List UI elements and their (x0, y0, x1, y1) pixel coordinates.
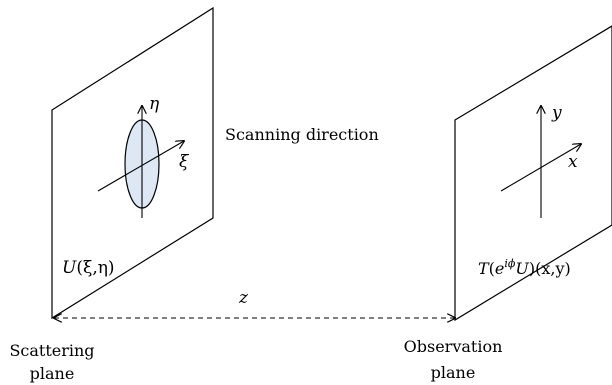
observation-plane (454, 25, 612, 322)
y-label: y (551, 103, 562, 123)
x-label: x (568, 152, 578, 172)
z-label: z (238, 288, 249, 308)
eta-label: η (149, 94, 160, 114)
observation-plane-caption-line2: plane (431, 363, 476, 382)
x-axis (500, 144, 581, 192)
observation-field-label: T(eiϕU)(x,y) (478, 257, 571, 278)
observation-plane-caption-line1: Observation (404, 337, 503, 356)
scattering-plane (51, 6, 214, 320)
scattering-plane-caption-line1: Scattering (9, 341, 94, 360)
xi-axis (97, 141, 184, 192)
scattering-plane-caption-line2: plane (30, 364, 75, 383)
xi-label: ξ (179, 152, 190, 172)
scattering-field-label: U(ξ,η) (62, 258, 115, 278)
scanning-direction-label: Scanning direction (225, 125, 379, 144)
